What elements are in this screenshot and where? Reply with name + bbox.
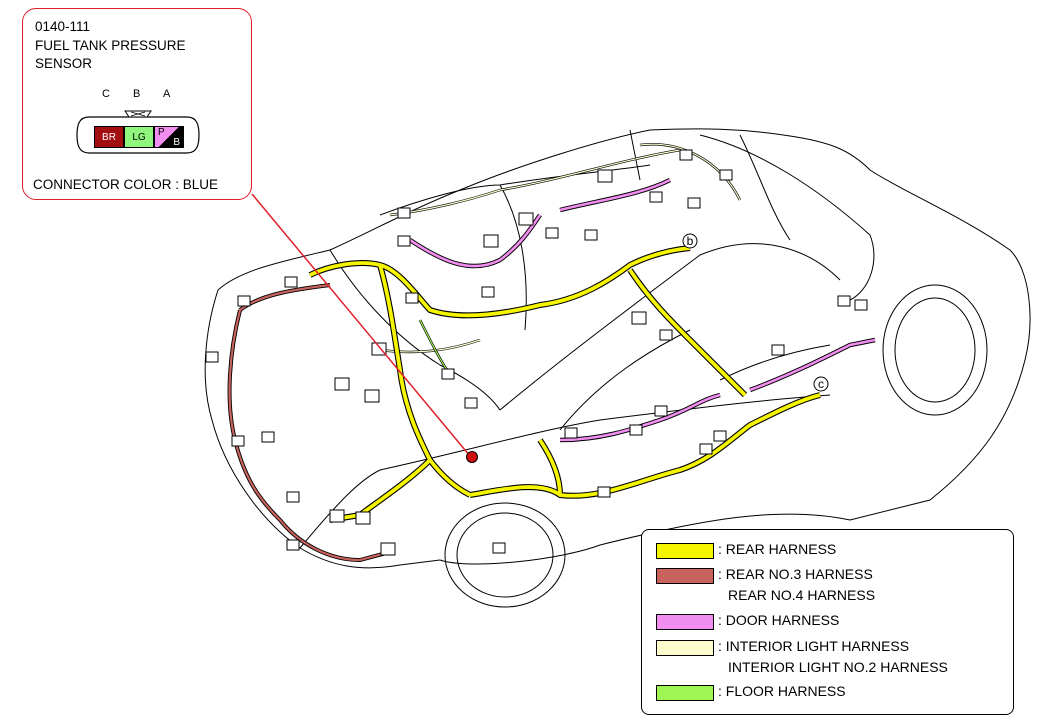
pin-a-wire-p-b: P B	[154, 126, 184, 148]
callout-leader-line	[251, 193, 471, 457]
marker-c-label: c	[818, 377, 824, 391]
legend-label-interior-light-no2: INTERIOR LIGHT NO.2 HARNESS	[728, 659, 948, 675]
harness-connectors	[205, 149, 868, 556]
connector-callout: 0140-111 FUEL TANK PRESSURE SENSOR C B A…	[22, 8, 252, 200]
pin-label-a: A	[163, 88, 171, 100]
pin-c-wire-br: BR	[94, 126, 124, 148]
vehicle-body-outline	[204, 128, 1031, 608]
marker-c: c	[813, 376, 829, 392]
legend-swatch-door	[656, 614, 714, 630]
harness-legend: : REAR HARNESS : REAR NO.3 HARNESS REAR …	[641, 529, 1014, 715]
rear-harness-fill	[309, 246, 821, 522]
connector-name-line1: FUEL TANK PRESSURE	[35, 38, 186, 53]
connector-code: 0140-111	[35, 19, 91, 34]
legend-swatch-interior-light	[656, 640, 714, 656]
marker-b-label: b	[687, 234, 694, 248]
legend-label-rear-no4: REAR NO.4 HARNESS	[728, 587, 876, 603]
pin-b-wire-lg: LG	[124, 126, 154, 148]
pin-label-b: B	[133, 88, 141, 100]
legend-swatch-rear-no3	[656, 568, 714, 584]
fuel-tank-pressure-sensor-marker	[466, 451, 478, 463]
legend-swatch-rear	[656, 543, 714, 559]
legend-label-interior-light: : INTERIOR LIGHT HARNESS	[718, 638, 910, 654]
legend-label-floor: : FLOOR HARNESS	[718, 683, 846, 699]
pin-label-c: C	[102, 88, 110, 100]
legend-label-rear-no3: : REAR NO.3 HARNESS	[718, 566, 873, 582]
connector-name-line2: SENSOR	[35, 56, 93, 71]
interior-light-harness-fill	[379, 143, 741, 353]
pin-a-top-label: P	[158, 127, 165, 138]
legend-label-door: : DOOR HARNESS	[718, 612, 840, 628]
door-harness-fill	[409, 178, 876, 442]
legend-label-rear: : REAR HARNESS	[718, 541, 837, 557]
legend-swatch-floor	[656, 685, 714, 701]
connector-color-text: CONNECTOR COLOR : BLUE	[33, 177, 219, 192]
marker-b: b	[682, 233, 698, 249]
pin-a-bottom-label: B	[173, 137, 180, 148]
